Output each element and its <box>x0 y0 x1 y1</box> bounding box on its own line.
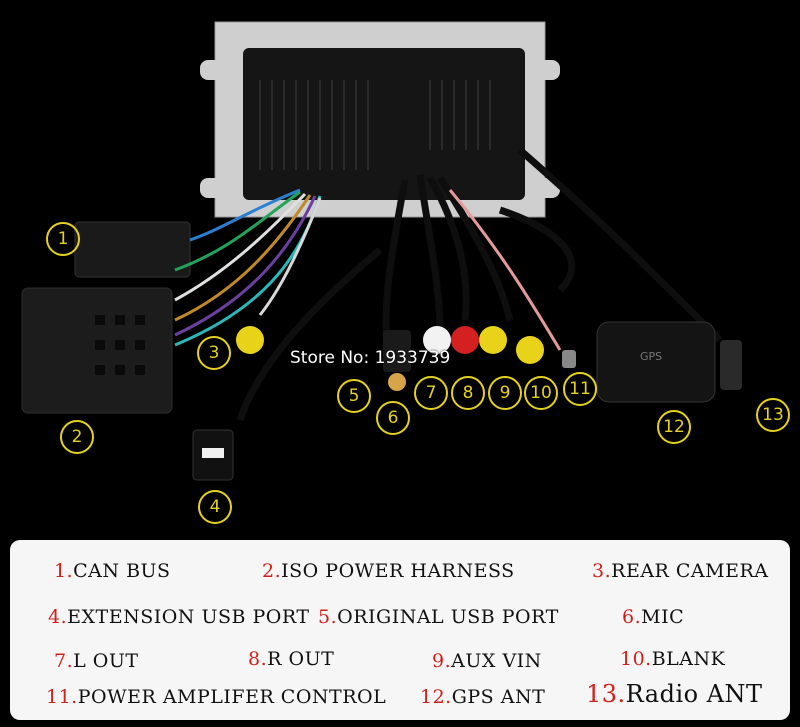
legend-number: 9. <box>432 650 452 672</box>
callout-4: 4 <box>198 490 232 524</box>
callout-9: 9 <box>488 376 522 410</box>
gps-antenna-label: GPS <box>640 350 663 363</box>
iso-pins <box>95 315 145 375</box>
callout-5: 5 <box>337 379 371 413</box>
heatsink-fins <box>259 80 491 170</box>
legend-item-4: 4.EXTENSION USB PORT <box>48 606 310 628</box>
callout-2: 2 <box>60 420 94 454</box>
legend-text: AUX VIN <box>451 650 542 672</box>
legend-text: REAR CAMERA <box>611 560 769 582</box>
pink-wire <box>448 189 562 351</box>
legend-item-9: 9.AUX VIN <box>432 650 542 672</box>
usb-original-plug <box>383 330 411 372</box>
mic-jack <box>388 373 406 391</box>
gps-antenna <box>596 321 716 403</box>
legend-number: 6. <box>622 606 642 628</box>
legend-item-7: 7.L OUT <box>54 650 139 672</box>
frame-tab-right-top <box>530 60 560 80</box>
callout-10: 10 <box>524 376 558 410</box>
legend-text: GPS ANT <box>451 686 546 708</box>
legend-text: CAN BUS <box>73 560 171 582</box>
blank-plug <box>516 336 544 364</box>
legend-item-5: 5.ORIGINAL USB PORT <box>318 606 559 628</box>
callout-8: 8 <box>451 376 485 410</box>
legend-panel: 1.CAN BUS 2.ISO POWER HARNESS 3.REAR CAM… <box>10 540 790 720</box>
legend-item-2: 2.ISO POWER HARNESS <box>262 560 515 582</box>
callout-1: 1 <box>46 222 80 256</box>
legend-item-6: 6.MIC <box>622 606 684 628</box>
harness-wires <box>174 188 322 347</box>
legend-text: ISO POWER HARNESS <box>281 560 515 582</box>
legend-item-11: 11.POWER AMPLIFER CONTROL <box>46 686 386 708</box>
legend-text: POWER AMPLIFER CONTROL <box>77 686 387 708</box>
wiring-harness-photo <box>21 21 742 481</box>
frame-tab-left-top <box>200 60 230 80</box>
l-out-plug <box>423 326 451 354</box>
callout-12: 12 <box>657 410 691 444</box>
legend-text: R OUT <box>267 648 335 670</box>
callout-7: 7 <box>414 376 448 410</box>
legend-number: 13. <box>586 680 626 708</box>
legend-item-13: 13.Radio ANT <box>586 680 763 708</box>
rear-camera-plug <box>236 326 264 354</box>
callout-11: 11 <box>563 372 597 406</box>
usb-socket <box>202 448 224 458</box>
store-watermark: Store No: 1933739 <box>290 348 451 368</box>
legend-text: EXTENSION USB PORT <box>67 606 310 628</box>
legend-text: L OUT <box>73 650 139 672</box>
legend-text: ORIGINAL USB PORT <box>337 606 559 628</box>
legend-number: 11. <box>46 686 78 708</box>
legend-number: 12. <box>420 686 452 708</box>
legend-number: 1. <box>54 560 74 582</box>
iso-connector <box>21 287 173 414</box>
legend-item-12: 12.GPS ANT <box>420 686 545 708</box>
legend-number: 7. <box>54 650 74 672</box>
can-bus-box <box>74 221 191 278</box>
legend-text: BLANK <box>651 648 726 670</box>
amplifier-control-terminal <box>562 350 576 368</box>
legend-number: 8. <box>248 648 268 670</box>
callout-13: 13 <box>756 398 790 432</box>
legend-number: 10. <box>620 648 652 670</box>
radio-antenna-connector <box>720 340 742 390</box>
legend-item-1: 1.CAN BUS <box>54 560 171 582</box>
legend-number: 5. <box>318 606 338 628</box>
legend-number: 4. <box>48 606 68 628</box>
frame-tab-left-bottom <box>200 178 230 198</box>
legend-item-3: 3.REAR CAMERA <box>592 560 769 582</box>
legend-number: 2. <box>262 560 282 582</box>
legend-text: MIC <box>641 606 685 628</box>
aux-vin-plug <box>479 326 507 354</box>
r-out-plug <box>451 326 479 354</box>
legend-number: 3. <box>592 560 612 582</box>
head-unit-housing <box>243 48 525 200</box>
callout-6: 6 <box>376 401 410 435</box>
legend-item-8: 8.R OUT <box>248 648 334 670</box>
legend-text: Radio ANT <box>625 680 763 708</box>
legend-item-10: 10.BLANK <box>620 648 725 670</box>
callout-3: 3 <box>197 336 231 370</box>
